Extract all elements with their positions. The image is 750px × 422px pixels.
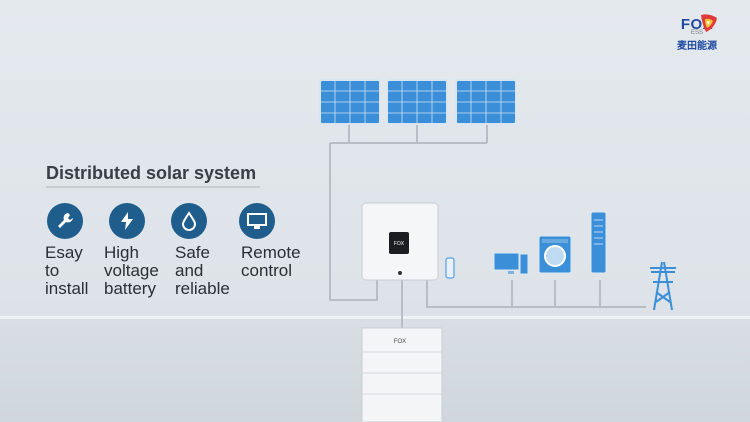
feature-label-safe: Safe and reliable <box>175 243 230 298</box>
battery-logo: FOX <box>394 339 406 345</box>
washing-machine-icon <box>538 235 572 274</box>
solar-panel <box>455 79 517 125</box>
inverter: FOX <box>361 202 439 281</box>
headline: Distributed solar system <box>46 163 257 183</box>
monitor-icon <box>239 203 275 239</box>
brand-sub: ESS <box>690 30 703 36</box>
feature-label-battery: High voltage battery <box>104 243 159 298</box>
battery-stack: FOX <box>361 327 443 422</box>
fox-logo-icon <box>701 14 717 32</box>
smart-meter <box>445 257 455 279</box>
floor-edge <box>0 316 750 319</box>
headline-underline <box>46 186 260 188</box>
power-pylon-icon <box>650 261 676 311</box>
air-purifier-icon <box>590 211 607 274</box>
solar-panel <box>319 79 381 125</box>
inverter-logo: FOX <box>394 241 405 247</box>
feature-label-install: Esay to install <box>45 243 89 298</box>
lightning-icon <box>109 203 145 239</box>
water-drop-icon <box>171 203 207 239</box>
feature-label-remote: Remote control <box>241 243 301 280</box>
grid-cable <box>426 280 646 308</box>
brand-logo: FOX ESS 麦田能源 <box>662 16 732 52</box>
computer-icon <box>493 252 529 275</box>
pv-cable <box>329 125 488 301</box>
brand-chinese: 麦田能源 <box>677 41 717 52</box>
wrench-icon <box>47 203 83 239</box>
solar-panel <box>386 79 448 125</box>
cables <box>329 125 646 328</box>
load-cables <box>511 280 601 307</box>
